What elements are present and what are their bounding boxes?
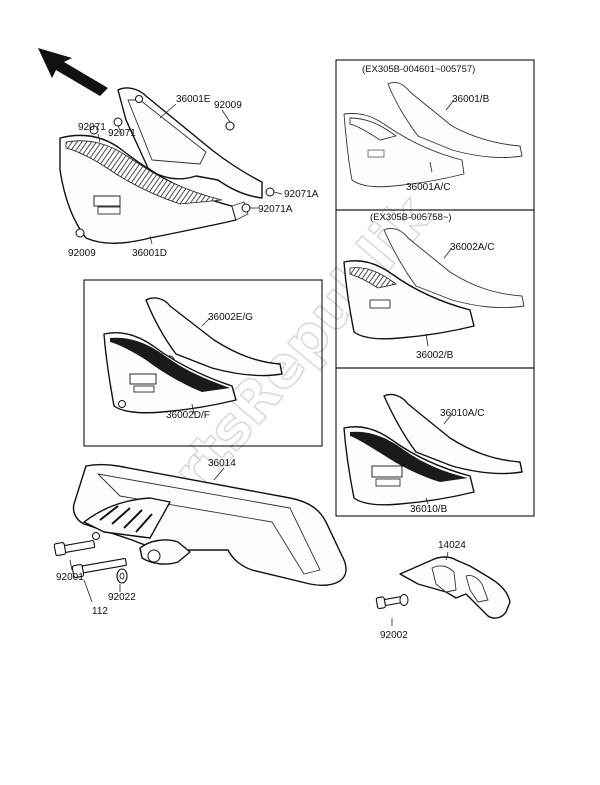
front-direction-arrow-icon xyxy=(38,48,108,96)
side-cover-36001AC xyxy=(343,113,465,188)
bolt-92001-icon xyxy=(53,540,96,557)
label-36001AC: 36001A/C xyxy=(406,182,450,193)
label-36002DF: 36002D/F xyxy=(166,410,210,421)
label-112: 112 xyxy=(92,606,108,617)
grommet-92071A-2-icon xyxy=(241,203,251,213)
label-36001D: 36001D xyxy=(132,248,167,259)
group-box-bottom-right xyxy=(335,367,535,517)
label-92022: 92022 xyxy=(108,592,136,603)
side-cover-36002DF xyxy=(103,332,237,414)
label-92009-bottom: 92009 xyxy=(68,248,96,259)
label-92071-a: 92071 xyxy=(78,122,106,133)
group-header-middle-right: (EX305B-005758~) xyxy=(370,212,452,223)
label-92071-b: 92071 xyxy=(108,128,136,139)
label-36001B: 36001/B xyxy=(452,94,490,105)
label-92071A-1: 92071A xyxy=(284,189,319,200)
group-box-middle-left xyxy=(83,279,323,447)
label-36014: 36014 xyxy=(208,458,236,469)
grommet-92071-b-icon xyxy=(113,117,123,127)
side-cover-36001B xyxy=(387,81,523,159)
side-cover-36001E xyxy=(117,87,263,199)
bolt-112-icon xyxy=(71,557,127,579)
label-36001E: 36001E xyxy=(176,94,211,105)
label-92002: 92002 xyxy=(380,630,408,641)
side-cover-36002B xyxy=(343,260,475,340)
bolt-92002-icon xyxy=(375,594,409,610)
guard-14024 xyxy=(399,556,511,619)
label-36010AC: 36010A/C xyxy=(440,408,484,419)
label-92001: 92001 xyxy=(56,572,84,583)
label-36002EG: 36002E/G xyxy=(208,312,253,323)
label-92071A-2: 92071A xyxy=(258,204,293,215)
side-cover-36002AC xyxy=(383,227,525,309)
side-cover-36010B xyxy=(343,426,475,506)
label-36010B: 36010/B xyxy=(410,504,448,515)
grommet-92071-a-icon xyxy=(89,125,99,135)
side-cover-36010AC xyxy=(383,393,523,475)
grommet-92071A-1-icon xyxy=(265,187,275,197)
label-92009-top: 92009 xyxy=(214,100,242,111)
label-36002B: 36002/B xyxy=(416,350,454,361)
washer-92022-icon xyxy=(116,568,128,584)
chain-cover-36014 xyxy=(72,463,347,587)
label-36002AC: 36002A/C xyxy=(450,242,494,253)
group-header-top-right: (EX305B-004601~005757) xyxy=(362,64,475,75)
bolt-92009-top-icon xyxy=(225,121,235,131)
label-14024: 14024 xyxy=(438,540,466,551)
bolt-92009-bottom-icon xyxy=(75,228,85,238)
